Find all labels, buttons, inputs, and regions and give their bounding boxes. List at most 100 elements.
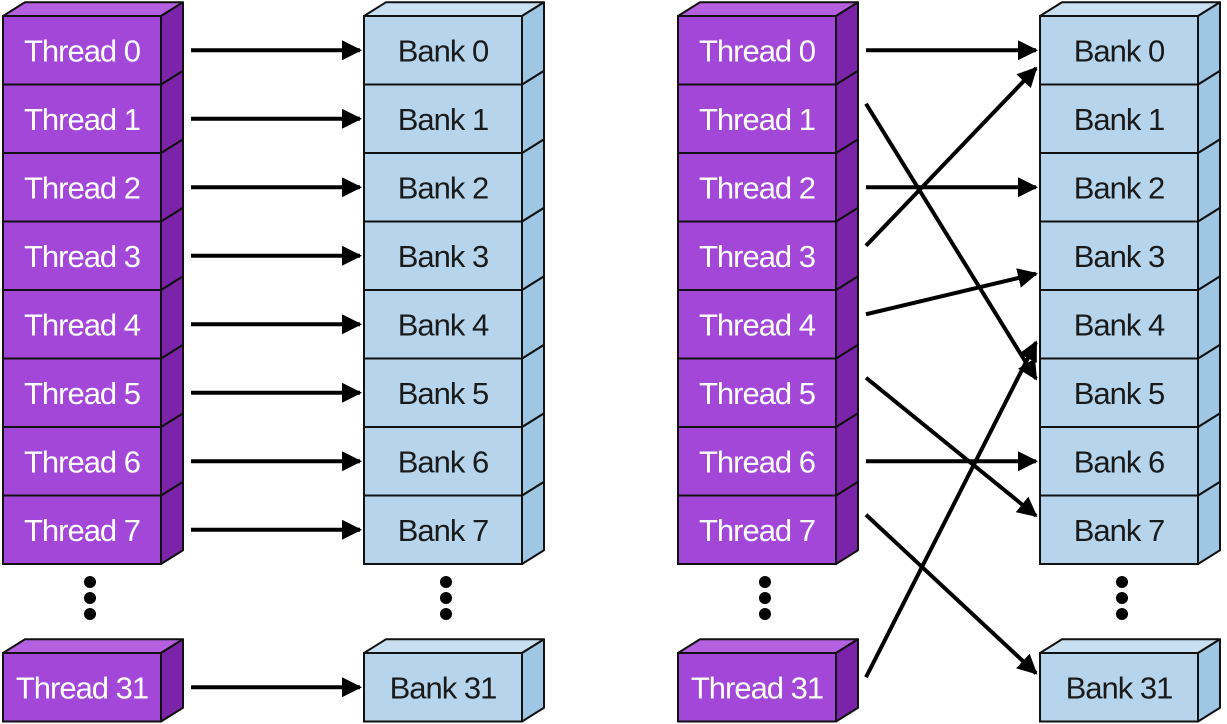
bank-cell: Bank 6: [1039, 412, 1221, 497]
thread-cell-last: Thread 31: [2, 638, 184, 723]
box-front-face: [677, 357, 837, 428]
box-front-face: [363, 426, 523, 497]
bank-cell-last: Bank 31: [363, 638, 545, 723]
box-top-face: [1039, 638, 1221, 654]
box-front-face: [363, 652, 523, 723]
linear-panel: Thread 7 Thread 6 Thread 5 Thread 4 Thread 3…: [2, 1, 545, 723]
bank-cell: Bank 0: [1039, 1, 1221, 86]
box-top-face: [363, 1, 545, 17]
thread-cell-last: Thread 31: [677, 638, 859, 723]
bank-label: Bank 3: [398, 239, 489, 274]
bank-label: Bank 0: [1074, 33, 1165, 68]
ellipsis-dot: [84, 576, 96, 588]
thread-label: Thread 1: [24, 102, 140, 137]
bank-label: Bank 6: [398, 444, 489, 479]
thread-cell: Thread 0: [677, 1, 859, 86]
bank-label: Bank 5: [398, 376, 489, 411]
box-top-face: [2, 638, 184, 654]
mapping-arrow: [864, 102, 1038, 381]
ellipsis-dot: [84, 608, 96, 620]
bank-ellipsis: [440, 576, 452, 620]
box-side-face: [160, 1, 184, 86]
box-front-face: [1039, 289, 1199, 360]
box-front-face: [2, 652, 162, 723]
bank-label: Bank 31: [390, 670, 497, 705]
ellipsis-dot: [759, 592, 771, 604]
ellipsis-dot: [759, 576, 771, 588]
ellipsis-dot: [440, 576, 452, 588]
arrow-group: [864, 40, 1038, 679]
ellipsis-dot: [84, 592, 96, 604]
bank-label: Bank 7: [1074, 513, 1165, 548]
bank-label: Bank 2: [1074, 170, 1165, 205]
mapping-arrow: [864, 376, 1038, 518]
box-front-face: [2, 220, 162, 291]
box-top-face: [363, 638, 545, 654]
thread-label: Thread 4: [24, 307, 141, 342]
bank-label: Bank 0: [398, 33, 489, 68]
mapping-arrow: [864, 66, 1038, 248]
bank-cell: Bank 0: [363, 1, 545, 86]
thread-label: Thread 2: [24, 170, 140, 205]
bank-label: Bank 6: [1074, 444, 1165, 479]
box-front-face: [1039, 494, 1199, 565]
thread-label: Thread 7: [699, 513, 815, 548]
thread-label: Thread 6: [699, 444, 815, 479]
mapping-arrow: [865, 268, 1038, 317]
box-front-face: [1039, 83, 1199, 154]
bank-label: Bank 1: [1074, 102, 1165, 137]
bank-label: Bank 31: [1066, 670, 1173, 705]
box-front-face: [363, 220, 523, 291]
box-front-face: [677, 494, 837, 565]
box-front-face: [677, 220, 837, 291]
thread-label: Thread 5: [699, 376, 815, 411]
thread-label: Thread 6: [24, 444, 140, 479]
bank-label: Bank 1: [398, 102, 489, 137]
thread-label: Thread 5: [24, 376, 140, 411]
thread-label: Thread 2: [699, 170, 815, 205]
box-side-face: [835, 638, 859, 723]
thread-ellipsis: [84, 576, 96, 620]
box-top-face: [2, 1, 184, 17]
box-side-face: [1197, 1, 1221, 86]
box-front-face: [363, 289, 523, 360]
thread-column: Thread 7 Thread 6 Thread 5 Thread 4 Thread 3…: [677, 1, 859, 723]
ellipsis-dot: [1116, 608, 1128, 620]
box-front-face: [2, 15, 162, 86]
thread-cell: Thread 0: [2, 1, 184, 86]
box-front-face: [2, 494, 162, 565]
thread-label: Thread 1: [699, 102, 815, 137]
ellipsis-dot: [759, 608, 771, 620]
box-front-face: [363, 83, 523, 154]
box-front-face: [363, 15, 523, 86]
box-side-face: [160, 638, 184, 723]
ellipsis-dot: [1116, 592, 1128, 604]
box-front-face: [1039, 15, 1199, 86]
box-side-face: [521, 638, 545, 723]
bank-label: Bank 7: [398, 513, 489, 548]
thread-label: Thread 7: [24, 513, 140, 548]
thread-label: Thread 31: [16, 670, 148, 705]
thread-ellipsis: [759, 576, 771, 620]
thread-label: Thread 31: [691, 670, 823, 705]
box-front-face: [677, 152, 837, 223]
box-front-face: [2, 289, 162, 360]
box-front-face: [1039, 152, 1199, 223]
ellipsis-dot: [1116, 576, 1128, 588]
box-front-face: [1039, 652, 1199, 723]
thread-label: Thread 4: [699, 307, 816, 342]
bank-cell-last: Bank 31: [1039, 638, 1221, 723]
thread-cell: Thread 2: [677, 138, 859, 223]
permuted-panel: Thread 7 Thread 6 Thread 5 Thread 4 Thread 3…: [677, 1, 1221, 723]
box-front-face: [677, 289, 837, 360]
bank-label: Bank 5: [1074, 376, 1165, 411]
box-side-face: [835, 1, 859, 86]
box-side-face: [1197, 638, 1221, 723]
bank-label: Bank 4: [398, 307, 489, 342]
box-side-face: [521, 1, 545, 86]
box-front-face: [2, 357, 162, 428]
box-front-face: [677, 15, 837, 86]
thread-label: Thread 0: [24, 33, 141, 68]
